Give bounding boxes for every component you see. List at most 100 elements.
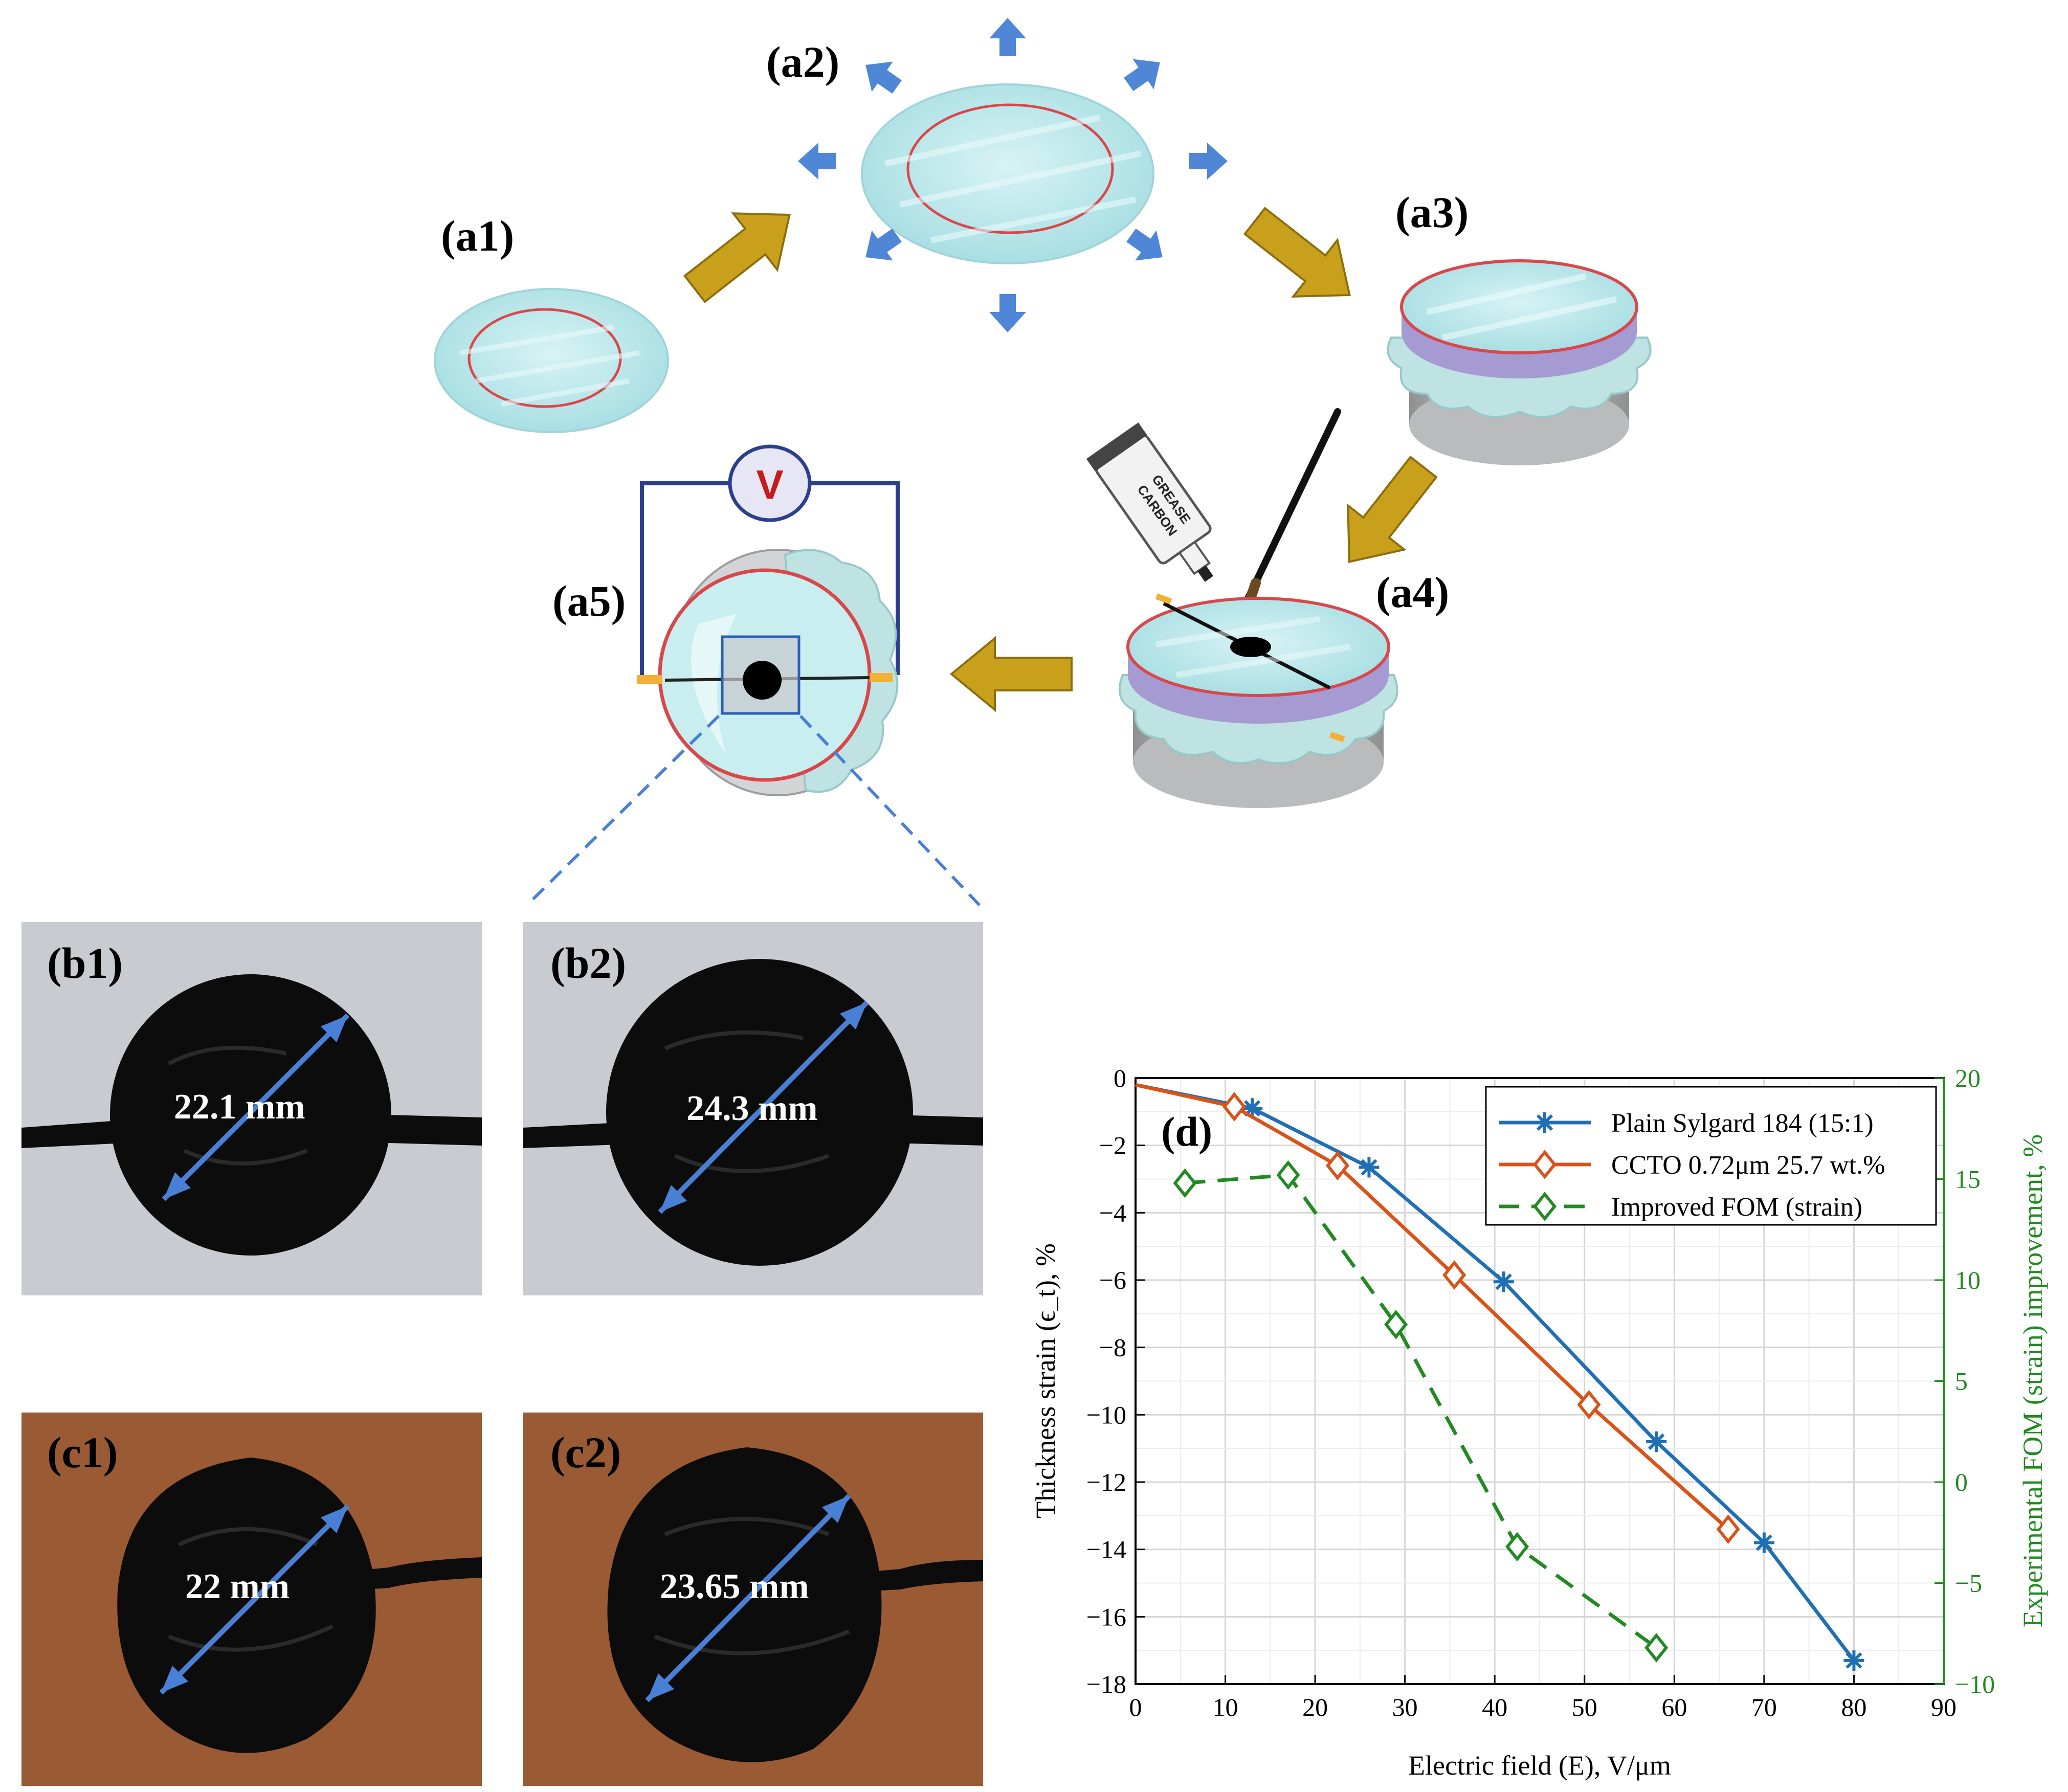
x-tick-label: 40 [1482, 1693, 1507, 1721]
data-point [1644, 1633, 1669, 1663]
voltmeter-label: V [756, 462, 783, 507]
data-point [1716, 1514, 1740, 1544]
x-tick-label: 90 [1931, 1693, 1956, 1721]
data-point [1384, 1310, 1408, 1339]
measurement-b1: 22.1 mm [174, 1087, 305, 1127]
y-right-tick-label: −10 [1955, 1670, 1995, 1698]
actuator-device [637, 549, 899, 796]
marker-stroke [1845, 1652, 1862, 1669]
measurement-b2: 24.3 mm [686, 1089, 818, 1128]
x-tick-label: 10 [1213, 1693, 1238, 1721]
data-point [1325, 1151, 1350, 1180]
y-right-tick-label: 20 [1955, 1064, 1981, 1092]
marker-stroke [1495, 1273, 1512, 1290]
y-right-tick-label: 10 [1955, 1266, 1981, 1294]
legend-label: Improved FOM (strain) [1611, 1193, 1862, 1222]
series-2 [1135, 1083, 1740, 1544]
data-point [1753, 1532, 1774, 1553]
data-point [1493, 1271, 1514, 1292]
process-arrow-a3-a4 [1347, 455, 1438, 563]
chart-panel-label: (d) [1161, 1108, 1212, 1155]
panel-label-a3: (a3) [1395, 188, 1469, 237]
y-right-tick-label: 5 [1955, 1367, 1968, 1396]
data-point [1442, 1260, 1466, 1290]
panel-label-c2: (c2) [550, 1428, 621, 1477]
data-point [1222, 1092, 1247, 1122]
film-unstretched [434, 288, 669, 433]
marker-stroke [1648, 1433, 1665, 1450]
y-left-tick-label: −4 [1099, 1198, 1126, 1227]
legend-marker [1535, 1112, 1555, 1133]
legend-label: Plain Sylgard 184 (15:1) [1611, 1109, 1874, 1138]
zoom-line-right [799, 714, 981, 907]
paint-brush [1238, 408, 1341, 626]
series-1 [1135, 1083, 1864, 1671]
actuator-circuit: V [640, 444, 900, 675]
data-point [1173, 1168, 1197, 1198]
series-line [1185, 1173, 1658, 1649]
film-on-frame [1387, 259, 1652, 465]
photo-c2 [523, 1413, 983, 1786]
photo-c1 [21, 1413, 482, 1786]
marker-stroke [1361, 1159, 1377, 1176]
x-tick-label: 20 [1302, 1693, 1328, 1721]
data-point [1646, 1431, 1667, 1452]
process-arrow-a4-a5 [949, 636, 1073, 712]
y-left-tick-label: −18 [1086, 1670, 1126, 1698]
y-left-tick-label: −2 [1099, 1131, 1126, 1160]
x-axis-label: Electric field (E), V/μm [1408, 1750, 1671, 1781]
process-arrow-a1-a2 [683, 212, 791, 303]
panel-label-b1: (b1) [47, 938, 123, 988]
zoom-line-left [525, 714, 720, 907]
x-tick-label: 70 [1751, 1693, 1777, 1721]
x-tick-label: 30 [1392, 1693, 1418, 1721]
panel-label-a1: (a1) [441, 211, 515, 260]
data-point [1577, 1390, 1601, 1420]
measurement-c2: 23.65 mm [660, 1567, 809, 1606]
y-right-axis-label: Experimental FOM (strain) improvement, % [2017, 1134, 2048, 1627]
photo-b1 [21, 922, 482, 1295]
panel-label-c1: (c1) [47, 1428, 118, 1477]
y-right-tick-label: 15 [1955, 1165, 1981, 1194]
y-left-axis-ticks: 0 −2 −4 −6 −8 −10 −12 −14 −16 −18 [1086, 1064, 1145, 1698]
coated-film [1118, 593, 1398, 808]
series-3 [1173, 1160, 1669, 1663]
measurement-c1: 22 mm [185, 1567, 290, 1606]
grease-tube: CARBON GREASE [1086, 422, 1214, 582]
y-left-tick-label: −10 [1086, 1400, 1126, 1429]
x-tick-label: 80 [1841, 1693, 1866, 1721]
data-point [1359, 1157, 1380, 1178]
panel-label-a4: (a4) [1376, 568, 1450, 617]
x-tick-label: 50 [1572, 1693, 1597, 1721]
x-axis-ticks: 0 10 20 30 40 50 60 70 80 90 [1129, 1675, 1956, 1721]
y-left-tick-label: 0 [1114, 1064, 1126, 1092]
panel-label-b2: (b2) [550, 938, 627, 988]
y-left-tick-label: −14 [1086, 1535, 1126, 1564]
marker-stroke [1536, 1114, 1553, 1131]
data-point [1505, 1532, 1529, 1562]
voltmeter: V [728, 444, 812, 522]
marker-stroke [1755, 1534, 1773, 1551]
data-point [1276, 1160, 1300, 1190]
panel-label-a2: (a2) [766, 37, 840, 86]
y-left-tick-label: −12 [1086, 1468, 1126, 1496]
panel-label-a5: (a5) [552, 576, 626, 625]
chart-series [1135, 1083, 1864, 1671]
legend-label: CCTO 0.72μm 25.7 wt.% [1611, 1151, 1885, 1180]
y-left-tick-label: −16 [1086, 1602, 1126, 1631]
x-tick-label: 60 [1661, 1693, 1687, 1721]
y-left-tick-label: −8 [1099, 1333, 1126, 1362]
film-stretched [861, 83, 1154, 264]
y-left-axis-label: Thickness strain (ϵ_t), % [1030, 1243, 1061, 1518]
chart-legend: Plain Sylgard 184 (15:1) CCTO 0.72μm 25.7… [1485, 1086, 1937, 1226]
process-arrow-a2-a3 [1243, 207, 1351, 298]
photo-b2 [523, 922, 983, 1295]
series-line [1135, 1083, 1730, 1531]
y-left-tick-label: −6 [1099, 1266, 1126, 1294]
data-point [1843, 1650, 1864, 1671]
y-right-tick-label: 0 [1955, 1468, 1968, 1496]
legend-marker [1532, 1150, 1557, 1179]
x-tick-label: 0 [1129, 1693, 1142, 1721]
